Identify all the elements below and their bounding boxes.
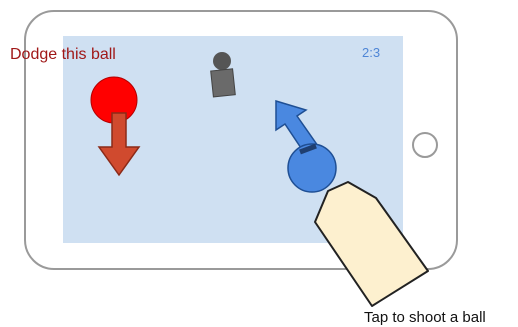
blue-ball-icon [288,144,336,192]
tap-to-shoot-annotation: Tap to shoot a ball [364,309,486,326]
dodge-ball-annotation: Dodge this ball [10,46,116,64]
pointing-finger-icon [315,182,428,306]
player-figure-icon [211,52,236,97]
down-arrow-icon [99,113,139,175]
score-display: 2:3 [362,45,380,60]
